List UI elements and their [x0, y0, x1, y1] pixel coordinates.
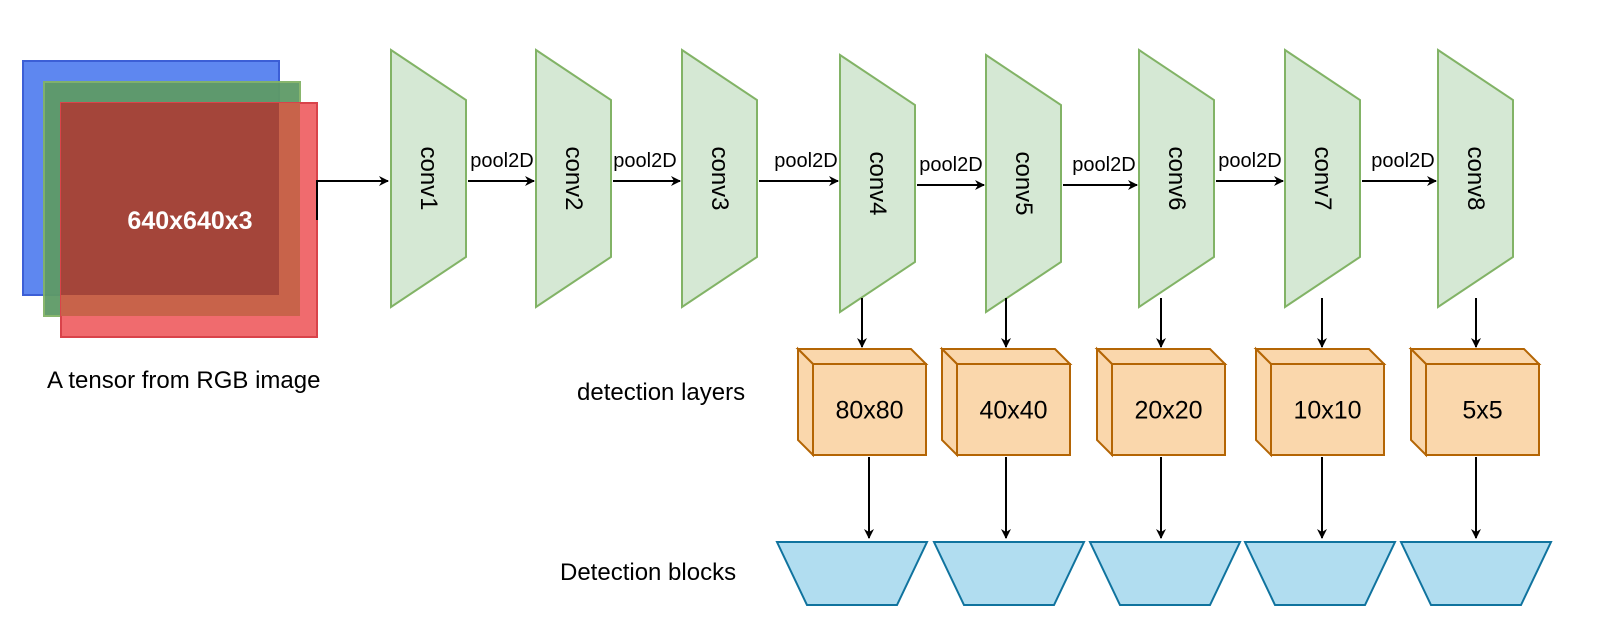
conv-layer: conv7: [1284, 48, 1361, 309]
detection-block: [775, 457, 929, 606]
pool-label: pool2D: [470, 150, 533, 172]
detection-layer-label: 10x10: [1293, 397, 1361, 425]
pool-label: pool2D: [1218, 150, 1281, 172]
cube-top-face: [939, 348, 1073, 365]
cube-side-face: [1096, 346, 1113, 458]
cube-front-face: [956, 363, 1071, 456]
detection-block-shape: [1243, 541, 1397, 606]
cube-top-face: [1094, 348, 1228, 365]
pool-label: pool2D: [1371, 150, 1434, 172]
conv-trapezoid: [681, 48, 758, 309]
conv-trapezoid: [985, 53, 1062, 314]
detection-block: [1399, 457, 1553, 606]
cube-front-face: [1270, 363, 1385, 456]
conv-label: conv2: [560, 146, 587, 210]
conv-label: conv3: [706, 146, 733, 210]
detection-block: [932, 457, 1086, 606]
conv-trapezoid: [1138, 48, 1215, 309]
cube-side-face: [1410, 346, 1427, 458]
cube-front-face: [1425, 363, 1540, 456]
conv-layer: conv2: [535, 48, 612, 309]
conv-trapezoid: [535, 48, 612, 309]
pool-label: pool2D: [774, 150, 837, 172]
conv-trapezoid: [390, 48, 467, 309]
conv-layers: conv1 conv2 conv3 conv4 conv5 conv6 conv7 conv8: [390, 48, 1514, 314]
detection-layers-label: detection layers: [577, 379, 745, 406]
conv-layer: conv4: [839, 53, 916, 314]
tensor-overlap: [61, 103, 279, 295]
detection-layer-label: 40x40: [979, 397, 1047, 425]
tensor-caption: A tensor from RGB image: [47, 367, 320, 394]
detection-layer-label: 20x20: [1134, 397, 1202, 425]
cube-top-face: [795, 348, 929, 365]
cube-side-face: [941, 346, 958, 458]
conv-layer: conv8: [1437, 48, 1514, 309]
conv-trapezoid: [839, 53, 916, 314]
conv-trapezoid: [1284, 48, 1361, 309]
conv-layer: conv5: [985, 53, 1062, 314]
cube-front-face: [1111, 363, 1226, 456]
conv-layer: conv1: [390, 48, 467, 309]
cube-top-face: [1408, 348, 1542, 365]
cube-side-face: [1255, 346, 1272, 458]
input-tensor: 640x640x3: [22, 60, 318, 338]
conv-label: conv8: [1462, 146, 1489, 210]
detection-layer-cube: 80x80: [795, 298, 929, 458]
detection-block-shape: [932, 541, 1086, 606]
detection-block-shape: [775, 541, 929, 606]
detection-layer-label: 5x5: [1462, 397, 1502, 425]
conv-label: conv6: [1163, 146, 1190, 210]
detection-layer-cube: 10x10: [1253, 298, 1387, 458]
detection-layer-cube: 20x20: [1094, 298, 1228, 458]
conv-trapezoid: [1437, 48, 1514, 309]
detection-layer-cube: 5x5: [1408, 298, 1542, 458]
detection-blocks: [775, 457, 1553, 606]
tensor-size-label: 640x640x3: [127, 207, 252, 235]
cube-top-face: [1253, 348, 1387, 365]
tensor-overlap-green: [279, 103, 300, 316]
detection-block: [1243, 457, 1397, 606]
conv-label: conv1: [415, 146, 442, 210]
detection-block-shape: [1399, 541, 1553, 606]
detection-blocks-label: Detection blocks: [560, 559, 736, 586]
pool-label: pool2D: [1072, 154, 1135, 176]
conv-label: conv7: [1309, 146, 1336, 210]
detection-layer-cube: 40x40: [939, 298, 1073, 458]
conv-layer: conv3: [681, 48, 758, 309]
input-arrow: [316, 176, 389, 220]
conv-label: conv5: [1010, 151, 1037, 215]
detection-block: [1088, 457, 1242, 606]
cube-front-face: [812, 363, 927, 456]
detection-layer-cubes: 80x80 40x40 20x20 10x10 5x5: [795, 298, 1542, 458]
pool-connections: pool2D pool2D pool2D pool2D pool2D pool2D pool…: [468, 150, 1437, 190]
pool-label: pool2D: [919, 154, 982, 176]
conv-layer: conv6: [1138, 48, 1215, 309]
cube-side-face: [797, 346, 814, 458]
detection-layer-label: 80x80: [835, 397, 903, 425]
detection-block-shape: [1088, 541, 1242, 606]
conv-label: conv4: [864, 151, 891, 215]
pool-label: pool2D: [613, 150, 676, 172]
tensor-overlap-bottom: [61, 295, 300, 316]
